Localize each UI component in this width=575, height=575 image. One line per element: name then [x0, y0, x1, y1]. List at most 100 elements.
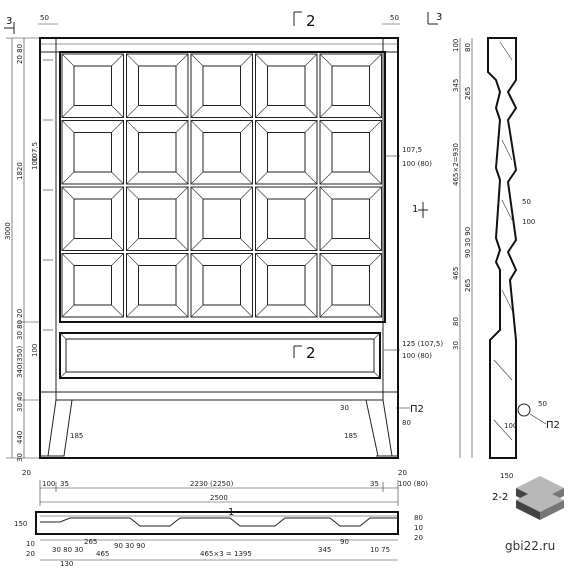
coffer-cell — [61, 186, 124, 251]
watermark-text: gbi22.ru — [505, 539, 555, 553]
coffer-bevel — [369, 238, 382, 251]
coffer-bevel — [190, 105, 204, 118]
coffer-cell — [61, 53, 124, 118]
dim-panel-340: 340(350) — [16, 346, 24, 378]
coffer-recess — [138, 198, 177, 239]
coffer-cell — [319, 253, 382, 318]
plan-dim-30-80-30: 30 80 30 — [52, 546, 83, 554]
coffer-bevel — [126, 304, 139, 318]
coffer-recess — [138, 132, 177, 173]
coffer-recess — [267, 198, 306, 239]
lower-panel — [59, 332, 381, 379]
coffer-recess — [73, 132, 112, 173]
coffer-bevel — [175, 120, 189, 133]
coffer-bevel — [111, 53, 124, 67]
coffer-bevel — [175, 171, 189, 185]
coffer-cell — [126, 53, 189, 118]
coffer-bevel — [61, 238, 75, 251]
dim-width-100-right: 100 (80) — [398, 480, 428, 488]
coffer-bevel — [175, 304, 189, 318]
coffer-cell — [126, 120, 189, 185]
coffer-bevel — [369, 53, 382, 67]
dim-width-35-left: 35 — [60, 480, 69, 488]
plan-dim-345: 345 — [318, 546, 331, 554]
coffer-recess — [73, 65, 112, 106]
dim-leg-30: 30 — [340, 404, 349, 412]
dim-grid-100-80: 100 (80) — [402, 160, 432, 168]
dim-width-total: 2500 — [210, 494, 228, 502]
section-dim-80-b: 80 — [452, 317, 460, 326]
coffer-cell — [61, 253, 124, 318]
dim-lower-30-40: 30 40 — [16, 392, 24, 412]
coffer-bevel — [190, 238, 204, 251]
coffer-grid — [61, 53, 382, 318]
left-leg — [47, 399, 73, 457]
coffer-bevel — [240, 304, 253, 318]
section-dim-100-c: 100 — [504, 422, 517, 430]
coffer-cell — [190, 53, 253, 118]
coffer-bevel — [190, 253, 204, 266]
coffer-bevel — [369, 304, 382, 318]
coffer-bevel — [319, 238, 333, 251]
coffer-bevel — [111, 253, 124, 266]
coffer-bevel — [111, 105, 124, 118]
coffer-recess — [267, 265, 306, 306]
coffer-cell — [190, 186, 253, 251]
cut-2-bottom: 2 — [306, 344, 316, 362]
coffer-bevel — [304, 120, 318, 133]
coffer-bevel — [304, 105, 318, 118]
dim-width-20-right: 20 — [398, 469, 407, 477]
coffer-recess — [202, 265, 241, 306]
coffer-bevel — [111, 238, 124, 251]
section-2-2-label: 2-2 — [492, 492, 508, 503]
section-dim-465: 465 — [452, 267, 460, 280]
coffer-recess — [73, 265, 112, 306]
coffer-recess — [202, 65, 241, 106]
callout-p2-right: П2 — [410, 404, 424, 415]
coffer-bevel — [319, 105, 333, 118]
coffer-bevel — [319, 186, 333, 200]
coffer-recess — [331, 198, 370, 239]
coffer-recess — [331, 65, 370, 106]
coffer-bevel — [304, 186, 318, 200]
coffer-bevel — [304, 253, 318, 266]
dim-leg-185-right: 185 — [344, 432, 357, 440]
coffer-recess — [202, 132, 241, 173]
section-dim-465x2: 465×2=930 — [452, 143, 460, 186]
coffer-bevel — [240, 120, 253, 133]
coffer-recess — [202, 198, 241, 239]
coffer-bevel — [255, 171, 268, 185]
coffer-bevel — [175, 53, 189, 67]
section-dim-50-b: 50 — [538, 400, 547, 408]
coffer-bevel — [319, 253, 333, 266]
coffer-bevel — [61, 304, 75, 318]
width-dimension-chain: 100 35 2230 (2250) 35 100 (80) 2500 — [39, 480, 428, 506]
coffer-bevel — [126, 105, 139, 118]
plan-dim-465: 465 — [96, 550, 109, 558]
coffer-cell — [61, 120, 124, 185]
right-leg — [365, 399, 393, 457]
coffer-bevel — [369, 253, 382, 266]
dim-top-50-right: 50 — [390, 14, 399, 22]
coffer-bevel — [319, 304, 333, 318]
coffer-bevel — [190, 304, 204, 318]
coffer-grid-frame — [59, 51, 386, 323]
coffer-bevel — [319, 53, 333, 67]
coffer-bevel — [304, 238, 318, 251]
section-dim-265-b: 265 — [464, 279, 472, 292]
coffer-bevel — [126, 186, 139, 200]
section-dim-80: 80 — [464, 43, 472, 52]
coffer-recess — [73, 198, 112, 239]
section-dim-30: 30 — [452, 341, 460, 350]
plan-view: 150 10 20 30 80 30 265 90 30 90 465 465×… — [14, 507, 423, 568]
dim-width-2230: 2230 (2250) — [190, 480, 234, 488]
coffer-bevel — [175, 238, 189, 251]
section-dim-100-b: 100 — [522, 218, 535, 226]
coffer-bevel — [240, 53, 253, 67]
watermark-logo — [516, 476, 564, 520]
left-dimension-chain: 3000 1820 20 80 30 80 20 340(350) 30 40 … — [4, 37, 40, 462]
coffer-bevel — [255, 238, 268, 251]
plan-dim-90-30-90: 90 30 90 — [114, 542, 145, 550]
coffer-bevel — [304, 171, 318, 185]
